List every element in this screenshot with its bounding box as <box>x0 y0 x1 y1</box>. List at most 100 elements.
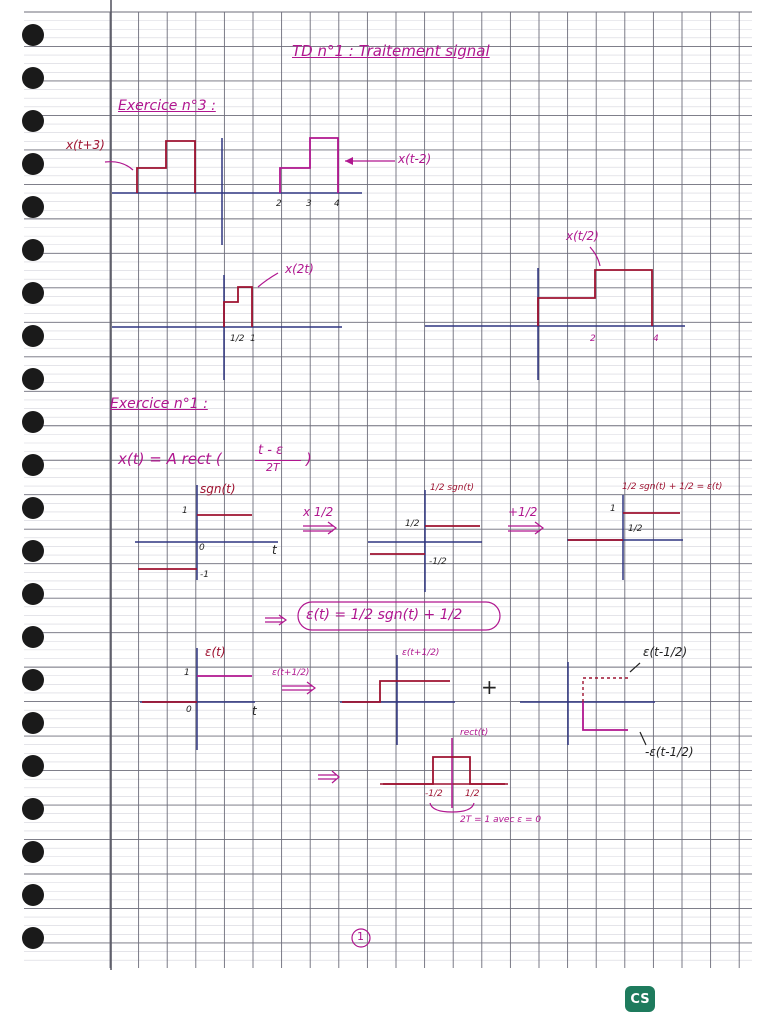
op-times-half: x 1/2 <box>303 505 334 519</box>
epsilon-shift-left-curve <box>342 680 450 703</box>
graph-epsilon-shift-left <box>340 655 455 745</box>
operation-arrows <box>265 521 544 784</box>
arrow-x-t-plus-3 <box>104 161 134 171</box>
binder-hole <box>22 153 44 175</box>
rect-brace <box>429 802 475 813</box>
label-epsilon-shift-right: ε(t-1/2) <box>643 645 688 659</box>
binder-hole <box>22 497 44 519</box>
label-rect: rect(t) <box>460 728 489 738</box>
arrow-eps-right <box>629 662 641 673</box>
binder-hole <box>22 583 44 605</box>
binder-hole <box>22 67 44 89</box>
rect-curve <box>383 756 505 785</box>
curve-x-t-over-2 <box>537 269 653 326</box>
label-t-axis: t <box>272 543 277 557</box>
result-equation: ε(t) = 1/2 sgn(t) + 1/2 <box>306 607 463 623</box>
graph-step-sum <box>567 495 683 580</box>
exercise3-heading: Exercice n°3 : <box>118 98 216 114</box>
label-epsilon-zero: 0 <box>186 705 192 715</box>
label-x-t-over-2: x(t/2) <box>566 229 599 243</box>
curve-x-2t <box>223 286 253 327</box>
label-step-one: 1 <box>610 504 616 514</box>
label-minus-half: -1/2 <box>429 557 447 567</box>
binder-hole <box>22 712 44 734</box>
page-title: TD n°1 : Traitement signal <box>292 42 490 60</box>
label-sgn-zero: 0 <box>199 543 205 553</box>
graph-ex3-top <box>104 137 395 245</box>
binder-hole <box>22 884 44 906</box>
graph-epsilon-shift-right <box>520 662 655 746</box>
arrow-head <box>345 157 353 165</box>
page-number: 1 <box>357 930 364 943</box>
binder-hole <box>22 282 44 304</box>
binder-hole <box>22 540 44 562</box>
exercise1-heading: Exercice n°1 : <box>110 396 208 412</box>
binder-hole <box>22 368 44 390</box>
epsilon-shift-right-dashed <box>582 677 630 702</box>
formula-close: ) <box>306 450 312 468</box>
binder-hole <box>22 798 44 820</box>
arrow-neg-eps <box>639 731 647 746</box>
tick-3: 3 <box>306 199 312 209</box>
binder-hole <box>22 196 44 218</box>
label-epsilon-shift-left: ε(t+1/2) <box>402 648 440 658</box>
label-x-t-plus-3: x(t+3) <box>66 138 105 152</box>
graph-sgn <box>135 485 278 580</box>
label-rect-minus-half: -1/2 <box>425 789 443 799</box>
binder-hole <box>22 411 44 433</box>
graph-x-2t <box>112 272 342 380</box>
label-step-half: 1/2 <box>628 524 643 534</box>
label-step-sum: 1/2 sgn(t) + 1/2 = ε(t) <box>622 482 723 492</box>
label-half-level: 1/2 <box>405 519 420 529</box>
graph-epsilon <box>140 648 255 750</box>
binder-hole <box>22 669 44 691</box>
tick-right-2: 2 <box>590 334 596 344</box>
tick-right-4: 4 <box>653 334 659 344</box>
binder-hole <box>22 239 44 261</box>
result-box <box>297 601 501 631</box>
formula-denominator: 2T <box>266 461 280 474</box>
binder-hole <box>22 325 44 347</box>
op-plus-half: +1/2 <box>508 505 538 519</box>
label-epsilon: ε(t) <box>205 645 226 659</box>
arrow-x-t-over-2 <box>589 246 601 267</box>
graph-rect <box>380 738 508 813</box>
rect-note: 2T = 1 avec ε = 0 <box>460 815 542 825</box>
arrow-x-2t <box>257 272 279 288</box>
tick-2: 2 <box>276 199 282 209</box>
tick-half: 1/2 <box>230 334 245 344</box>
formula-lhs: x(t) = A rect ( <box>118 450 222 468</box>
label-epsilon-one: 1 <box>184 668 190 678</box>
label-t-axis-2: t <box>252 704 257 718</box>
binder-hole <box>22 454 44 476</box>
label-half-sgn: 1/2 sgn(t) <box>430 483 475 493</box>
neg-epsilon-shift-right <box>582 702 628 731</box>
formula-numerator: t - ε <box>258 443 284 458</box>
binder-hole <box>22 927 44 949</box>
formula-bar <box>255 460 301 461</box>
curve-x-t-plus-3 <box>136 140 196 193</box>
binder-hole <box>22 24 44 46</box>
binder-hole <box>22 841 44 863</box>
binder-hole <box>22 626 44 648</box>
label-x-2t: x(2t) <box>285 262 314 276</box>
label-rect-half: 1/2 <box>465 789 480 799</box>
graph-x-t-over-2 <box>425 246 685 380</box>
tick-one: 1 <box>250 334 256 344</box>
label-sgn: sgn(t) <box>200 482 236 496</box>
page-number-circle <box>351 928 371 948</box>
graph-half-sgn <box>368 490 482 592</box>
plus-sign: + <box>481 675 498 699</box>
label-sgn-minus-one: -1 <box>200 570 209 580</box>
tick-4: 4 <box>334 199 340 209</box>
binder-hole <box>22 110 44 132</box>
label-neg-epsilon: -ε(t-1/2) <box>645 745 694 759</box>
binder-hole <box>22 755 44 777</box>
label-x-t-minus-2: x(t-2) <box>398 152 432 166</box>
label-sgn-one: 1 <box>182 506 188 516</box>
curve-x-t-minus-2 <box>279 137 339 193</box>
camscanner-logo: CS <box>625 986 655 1012</box>
op-shift: ε(t+1/2) <box>272 668 310 678</box>
